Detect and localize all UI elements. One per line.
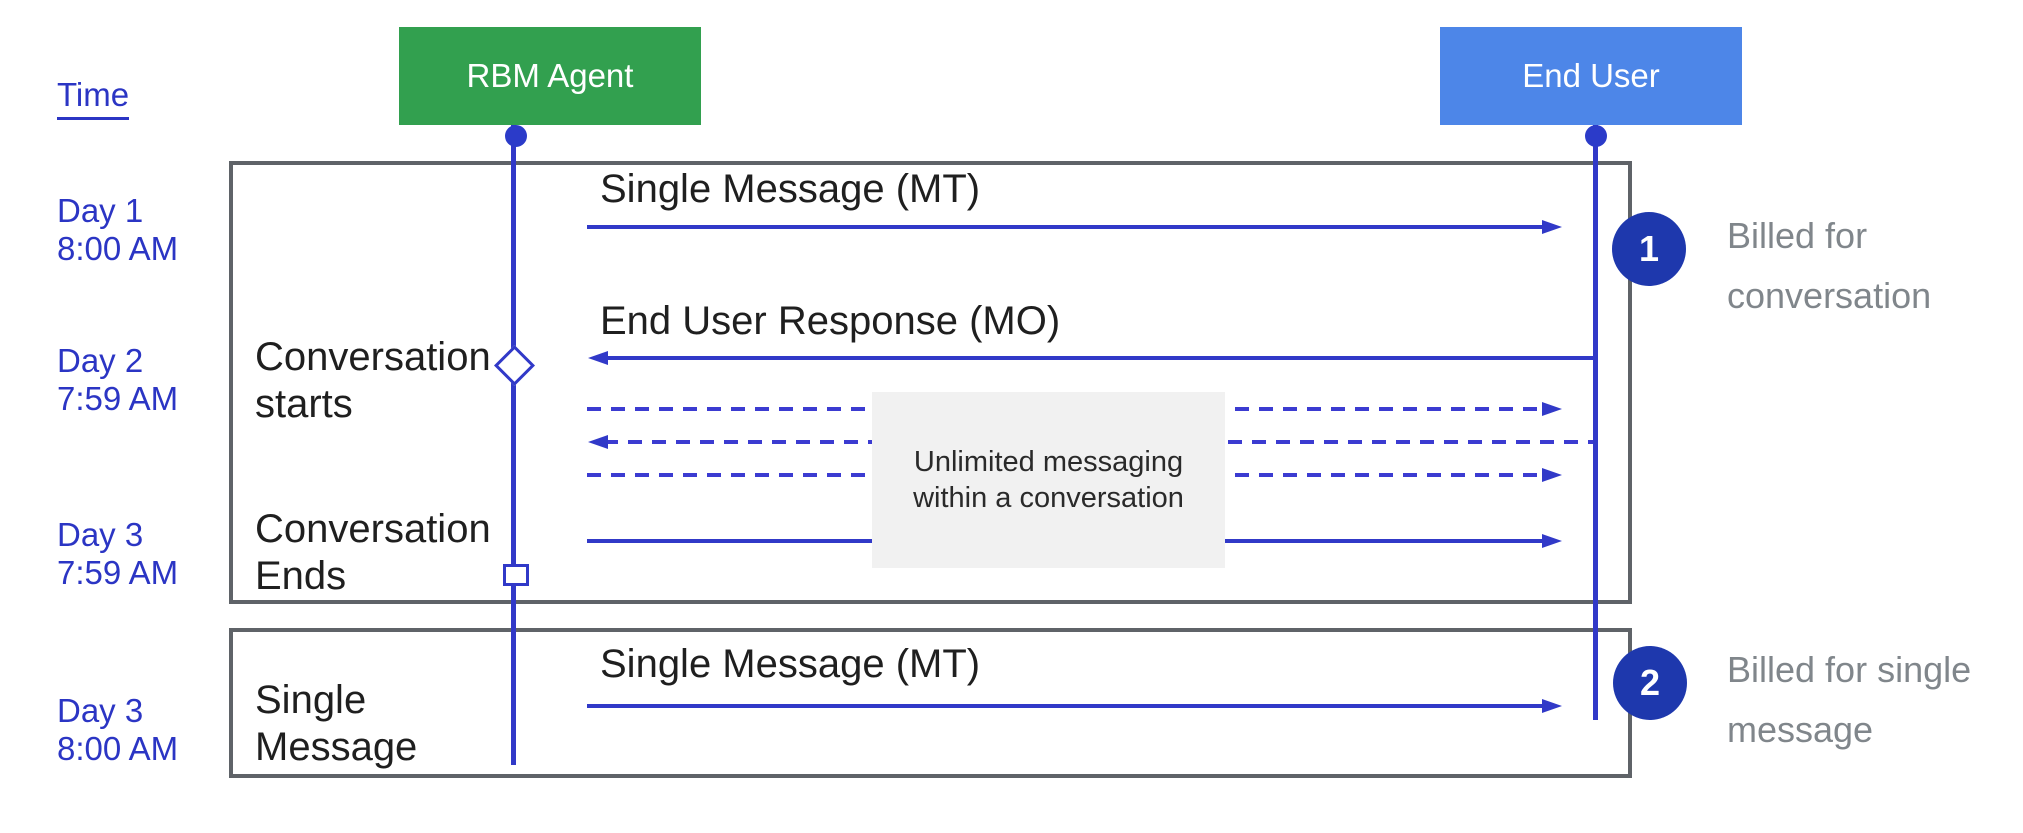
message-arrow-single-message-mt-2 [587, 699, 1562, 713]
arrow-right-icon [1542, 220, 1562, 234]
billing-note-conversation: Billed for conversation [1727, 215, 1932, 316]
conversation-frame [229, 161, 1632, 604]
actor-label-end-user: End User [1522, 57, 1660, 94]
conversation-ends-label: Conversation Ends [255, 507, 491, 598]
timeline-label-day1: Day 1 8:00 AM [57, 192, 179, 267]
billing-badge-1: 1 [1612, 212, 1686, 286]
arrow-left-icon [588, 351, 608, 365]
unlimited-messaging-note: Unlimited messaging within a conversatio… [872, 392, 1225, 568]
single-message-action-label: Single Message [255, 678, 418, 769]
arrow-right-icon [1542, 468, 1562, 482]
timeline-label-day3-single: Day 3 8:00 AM [57, 692, 179, 767]
conversation-starts-label: Conversation starts [255, 335, 491, 426]
lifeline-end-user [1593, 125, 1598, 720]
conversation-end-square-icon [503, 564, 529, 586]
arrow-line [587, 225, 1546, 229]
lifeline-dot-end-user-icon [1585, 125, 1607, 147]
message-label-single-message-mt-2: Single Message (MT) [600, 642, 981, 686]
actor-label-rbm-agent: RBM Agent [466, 57, 634, 94]
message-label-end-user-response-mo: End User Response (MO) [600, 299, 1061, 343]
lifeline-rbm-agent [511, 125, 516, 765]
message-arrow-end-user-response-mo [588, 351, 1596, 365]
billing-badge-2: 2 [1613, 646, 1687, 720]
arrow-right-icon [1542, 402, 1562, 416]
arrow-left-icon [588, 435, 608, 449]
actor-box-rbm-agent: RBM Agent [399, 27, 701, 125]
billing-badge-2-number: 2 [1639, 662, 1661, 703]
lifeline-dot-agent-icon [505, 125, 527, 147]
arrow-right-icon [1542, 534, 1562, 548]
time-label[interactable]: Time [57, 76, 130, 120]
message-arrow-single-message-mt [587, 220, 1562, 234]
billing-badge-1-number: 1 [1638, 228, 1660, 269]
timeline-label-day3-end: Day 3 7:59 AM [57, 516, 179, 591]
billing-note-single-message: Billed for single message [1727, 649, 1972, 750]
arrow-line [604, 356, 1596, 360]
actor-box-end-user: End User [1440, 27, 1742, 125]
arrow-right-icon [1542, 699, 1562, 713]
arrow-line [587, 704, 1546, 708]
timeline-label-day2: Day 2 7:59 AM [57, 342, 179, 417]
message-label-single-message-mt: Single Message (MT) [600, 167, 981, 211]
